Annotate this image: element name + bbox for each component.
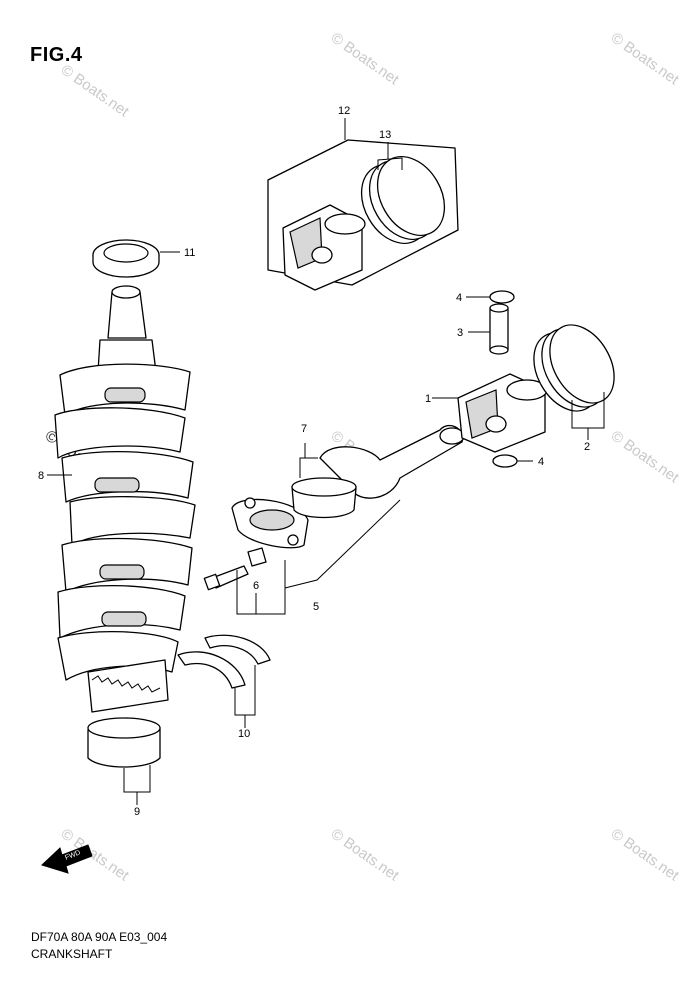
watermark-bottom-right: © Boats.net: [608, 825, 683, 884]
callout-7: 7: [301, 423, 307, 435]
model-code: DF70A 80A 90A E03_004: [31, 930, 168, 944]
section-name: CRANKSHAFT: [31, 947, 113, 961]
watermark-mid-right: © Boats.net: [608, 427, 683, 486]
callout-10: 10: [238, 728, 250, 740]
callout-8: 8: [38, 470, 44, 482]
figure-title: FIG.4: [30, 44, 83, 66]
fwd-arrow-icon: FWD: [41, 844, 93, 874]
callout-11: 11: [184, 247, 195, 259]
watermark-top-right: © Boats.net: [608, 29, 683, 88]
thrust-washers: [177, 634, 271, 728]
connecting-rod: [203, 425, 465, 615]
main-bearing: [87, 717, 161, 805]
callout-12: 12: [338, 105, 350, 117]
callout-13: 13: [379, 129, 391, 141]
watermark-top-mid: © Boats.net: [328, 29, 403, 88]
oil-seal: [92, 239, 180, 278]
watermark-top-left: © Boats.net: [58, 61, 133, 120]
watermark-bottom-mid: © Boats.net: [328, 825, 403, 884]
callout-4-top: 4: [456, 292, 462, 304]
piston-set: [432, 290, 615, 468]
callout-9: 9: [134, 806, 140, 818]
callout-2: 2: [584, 441, 590, 453]
callout-labels: 1 2 3 4 4 5 6 7 8 9 10 11 12 13: [38, 105, 590, 818]
callout-5: 5: [313, 601, 319, 613]
callout-3: 3: [457, 327, 463, 339]
callout-1: 1: [425, 393, 431, 405]
callout-4-bottom: 4: [538, 456, 544, 468]
crankshaft: [47, 285, 196, 713]
piston-assembly-box: [267, 118, 459, 291]
callout-6: 6: [253, 580, 259, 592]
